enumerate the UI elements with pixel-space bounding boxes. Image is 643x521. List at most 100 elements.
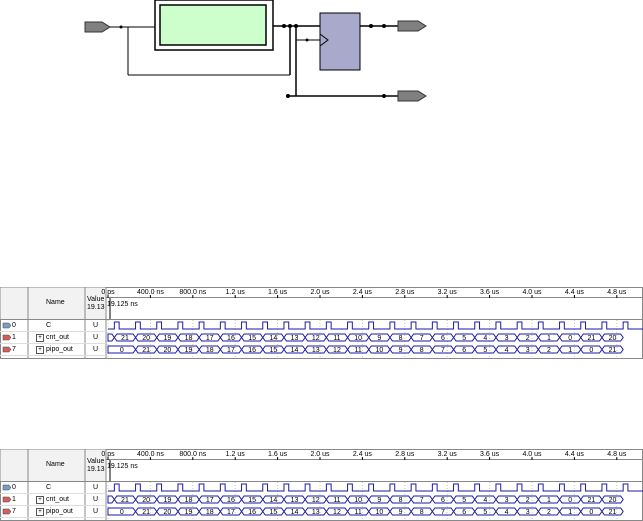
signal-name[interactable]: C — [46, 484, 52, 491]
signal-name[interactable]: cnt_out — [46, 496, 69, 503]
bus-segment-label: 1 — [568, 347, 572, 354]
bus-segment-label: 13 — [291, 335, 299, 342]
signal-name[interactable]: cnt_out — [46, 334, 69, 341]
column-header-name: Name — [46, 299, 65, 306]
bus-segment-label: 10 — [375, 347, 383, 354]
ruler-tick-label: 3.6 us — [480, 289, 500, 296]
bus-segment-label: 21 — [142, 347, 150, 354]
bus-segment — [107, 495, 115, 504]
bus-segment-label: 18 — [206, 347, 214, 354]
expand-toggle-icon[interactable]: + — [36, 346, 44, 354]
signal-pin-icon — [2, 346, 12, 353]
signal-name[interactable]: pipo_out — [46, 508, 73, 515]
clock-waveform — [108, 483, 643, 492]
bus-segment-label: 8 — [420, 509, 424, 516]
bus-segment-label: 19 — [163, 497, 171, 504]
bus-segment-label: 8 — [420, 347, 424, 354]
signal-value: U — [93, 322, 99, 329]
ruler-tick-label: 4.0 us — [522, 289, 542, 296]
bus-segment-label: 17 — [227, 509, 235, 516]
bus-segment-label: 21 — [587, 335, 595, 342]
bus-segment-label: 0 — [589, 347, 593, 354]
input-port[interactable] — [84, 21, 111, 33]
bus-segment-label: 9 — [377, 497, 381, 504]
signal-index: 7 — [12, 346, 16, 353]
bus-segment-label: 1 — [547, 497, 551, 504]
bus-segment-label: 1 — [568, 509, 572, 516]
ruler-tick-label: 2.4 us — [352, 451, 372, 458]
bus-segment-label: 5 — [462, 335, 466, 342]
signal-value: U — [93, 496, 99, 503]
bus-segment-label: 20 — [609, 335, 617, 342]
expand-toggle-icon[interactable]: + — [36, 334, 44, 342]
bus-segment-label: 13 — [291, 497, 299, 504]
ruler-tick-label: 1.6 us — [268, 289, 288, 296]
bus-segment-label: 21 — [609, 509, 617, 516]
signal-value: U — [93, 484, 99, 491]
output-port-pipo[interactable] — [397, 90, 427, 102]
bus-segment-label: 18 — [185, 497, 193, 504]
bus-segment-label: 5 — [483, 347, 487, 354]
ruler-tick-label: 4.4 us — [564, 451, 584, 458]
wire-junction — [382, 24, 386, 28]
signal-index: 1 — [12, 496, 16, 503]
bus-segment-label: 20 — [142, 497, 150, 504]
signal-name[interactable]: C — [46, 322, 52, 329]
bus-segment-label: 7 — [420, 497, 424, 504]
signal-index: 7 — [12, 508, 16, 515]
bus-segment-label: 20 — [163, 509, 171, 516]
bus-segment-label: 17 — [206, 335, 214, 342]
bus-segment-label: 15 — [269, 347, 277, 354]
bus-segment-label: 9 — [377, 335, 381, 342]
ruler-tick-label: 4.8 us — [607, 451, 627, 458]
output-port-cnt[interactable] — [397, 20, 427, 32]
bus-segment-label: 2 — [547, 347, 551, 354]
bus-segment-label: 3 — [526, 509, 530, 516]
ruler-tick-label: 2.0 us — [310, 451, 330, 458]
bus-segment-label: 11 — [355, 347, 362, 354]
wire-junction — [282, 24, 286, 28]
bus-segment-label: 12 — [333, 347, 341, 354]
signal-value: U — [93, 346, 99, 353]
signal-pin-icon — [2, 484, 12, 491]
expand-toggle-icon[interactable]: + — [36, 496, 44, 504]
signal-value: U — [93, 334, 99, 341]
ruler-tick-label: 2.8 us — [395, 289, 415, 296]
bus-segment-label: 19 — [163, 335, 171, 342]
column-header-value-at: 19.13 — [87, 466, 105, 473]
register-block[interactable] — [319, 12, 361, 71]
bus-segment-label: 21 — [609, 347, 617, 354]
bus-segment-label: 0 — [568, 335, 572, 342]
bus-segment-label: 7 — [441, 347, 445, 354]
signal-index: 0 — [12, 322, 16, 329]
column-header-value-at: 19.13 — [87, 304, 105, 311]
ruler-tick-label: 3.2 us — [437, 451, 457, 458]
ruler-tick-label: 0 ps — [101, 289, 115, 296]
bus-segment-label: 18 — [185, 335, 193, 342]
wire-junction — [119, 25, 123, 29]
signal-name[interactable]: pipo_out — [46, 346, 73, 353]
bus-segment-label: 20 — [142, 335, 150, 342]
bus-segment — [107, 507, 137, 516]
bus-segment-label: 19 — [185, 509, 193, 516]
bus-segment-label: 3 — [526, 347, 530, 354]
signal-pin-icon — [2, 496, 12, 503]
bus-segment-label: 0 — [120, 347, 124, 354]
bus-segment-label: 10 — [354, 335, 362, 342]
bus-segment-label: 2 — [547, 509, 551, 516]
ruler-tick-label: 1.2 us — [225, 451, 245, 458]
bus-segment-label: 21 — [121, 497, 129, 504]
expand-toggle-icon[interactable]: + — [36, 508, 44, 516]
bus-segment-label: 16 — [227, 335, 235, 342]
bus-segment-label: 13 — [312, 509, 320, 516]
bus-segment-label: 2 — [526, 497, 530, 504]
bus-segment — [107, 345, 137, 354]
bus-segment-label: 2 — [526, 335, 530, 342]
bus-segment-label: 11 — [355, 509, 362, 516]
ruler-tick-label: 400.0 ns — [136, 451, 164, 458]
ruler-tick-label: 2.0 us — [310, 289, 330, 296]
bus-segment — [601, 333, 624, 342]
